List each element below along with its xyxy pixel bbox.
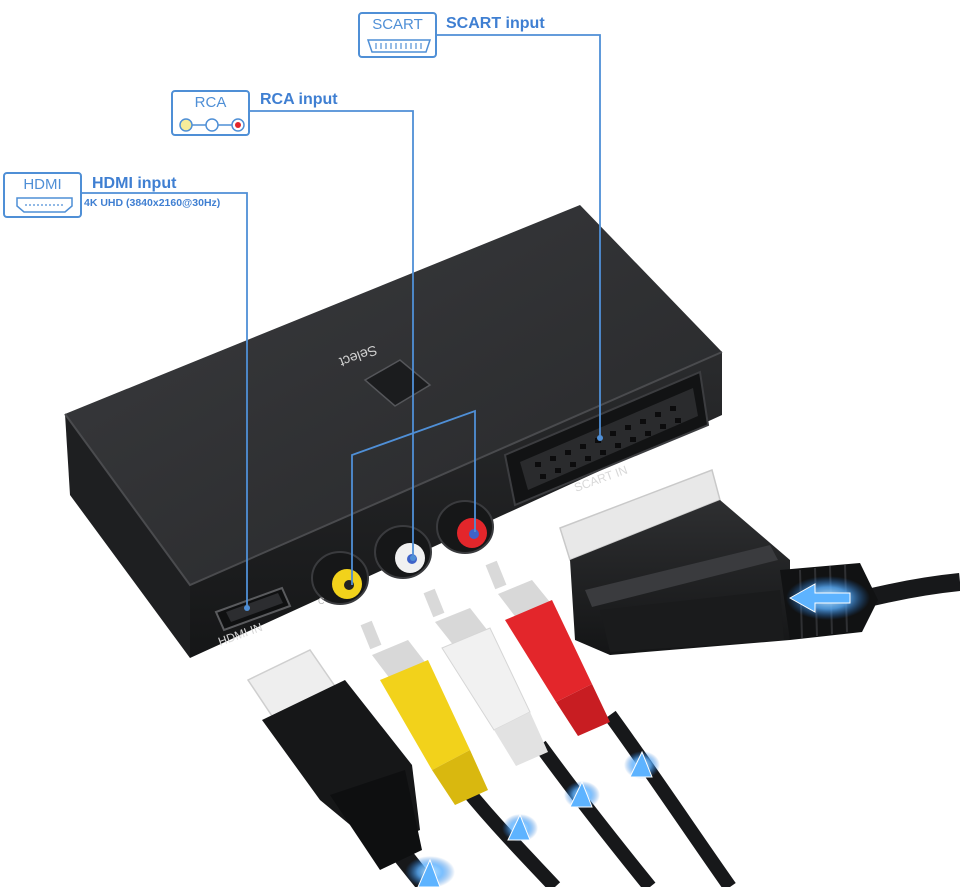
hdmi-icon-box: HDMI — [3, 172, 82, 218]
hdmi-callout-title: HDMI input — [92, 175, 177, 192]
rca-connector-icon — [179, 118, 245, 132]
rca-callout-title: RCA input — [260, 91, 338, 108]
rca-port-mark: C — [318, 596, 325, 606]
scart-connector-icon — [366, 39, 432, 53]
scart-leader-line — [436, 34, 601, 438]
rca-cable-red — [485, 560, 736, 892]
callout-dots — [244, 435, 603, 611]
rca-icon-box: RCA — [171, 90, 250, 136]
scart-cable — [559, 469, 960, 655]
scart-icon-box: SCART — [358, 12, 437, 58]
hdmi-port — [214, 586, 292, 632]
callout-lines — [82, 34, 601, 608]
rca-cable-white — [423, 588, 656, 892]
hdmi-leader-line — [82, 192, 248, 608]
box-left-face — [65, 414, 190, 658]
hdmi-callout-subtitle: 4K UHD (3840x2160@30Hz) — [84, 197, 221, 209]
rca-port-white — [374, 525, 432, 579]
box-edge — [64, 351, 723, 587]
rca-leader-line — [250, 110, 414, 558]
rca-port-red — [436, 500, 494, 554]
hdmi-connector-icon — [16, 197, 73, 213]
rca-bracket-line — [351, 409, 476, 585]
scart-callout-title: SCART input — [446, 15, 545, 32]
rca-cable-yellow — [360, 620, 561, 892]
scart-icon-text: SCART — [372, 16, 423, 33]
rca-icon-text: RCA — [194, 94, 227, 111]
hdmi-icon-text: HDMI — [23, 176, 62, 193]
hdmi-cable — [246, 649, 455, 892]
scart-port — [503, 370, 710, 507]
rca-port-yellow — [311, 551, 369, 605]
